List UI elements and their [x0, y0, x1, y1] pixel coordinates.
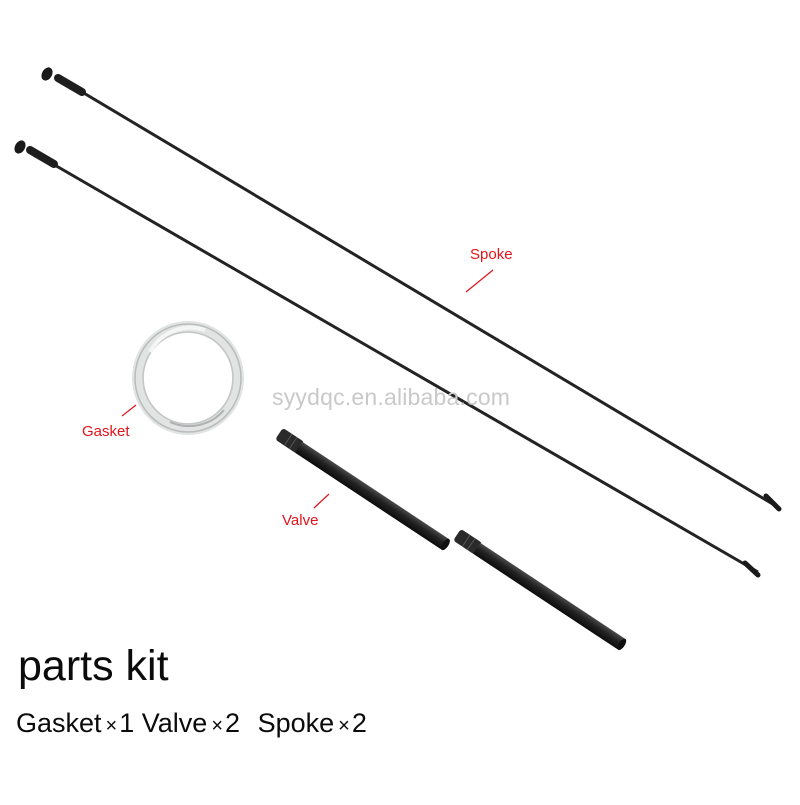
multiply-sign: × — [338, 715, 350, 737]
multiply-sign: × — [105, 715, 118, 737]
summary-item-qty: 2 — [351, 708, 367, 738]
spoke-icon — [41, 67, 782, 512]
valve-label: Valve — [282, 512, 319, 529]
multiply-sign: × — [211, 715, 224, 737]
gasket-icon — [132, 321, 244, 435]
valve-leader-line — [313, 493, 330, 509]
gasket-label: Gasket — [82, 423, 130, 440]
page-title: parts kit — [18, 642, 169, 690]
valve-icon — [276, 429, 450, 551]
parts-summary: Gasket×1 Valve×2 Spoke×2 — [16, 708, 367, 739]
summary-item-name: Gasket — [16, 708, 102, 738]
summary-item-qty: 1 — [119, 708, 135, 738]
valve-icon — [454, 530, 627, 651]
summary-item-name: Spoke — [257, 708, 335, 738]
summary-item-qty: 2 — [225, 708, 241, 738]
watermark: syydqc.en.alibaba.com — [272, 384, 511, 410]
spoke-label: Spoke — [470, 246, 513, 263]
spoke-icon — [14, 140, 761, 578]
gasket-leader-line — [121, 404, 137, 417]
summary-item-name: Valve — [141, 708, 208, 738]
spoke-leader-line — [465, 269, 494, 293]
